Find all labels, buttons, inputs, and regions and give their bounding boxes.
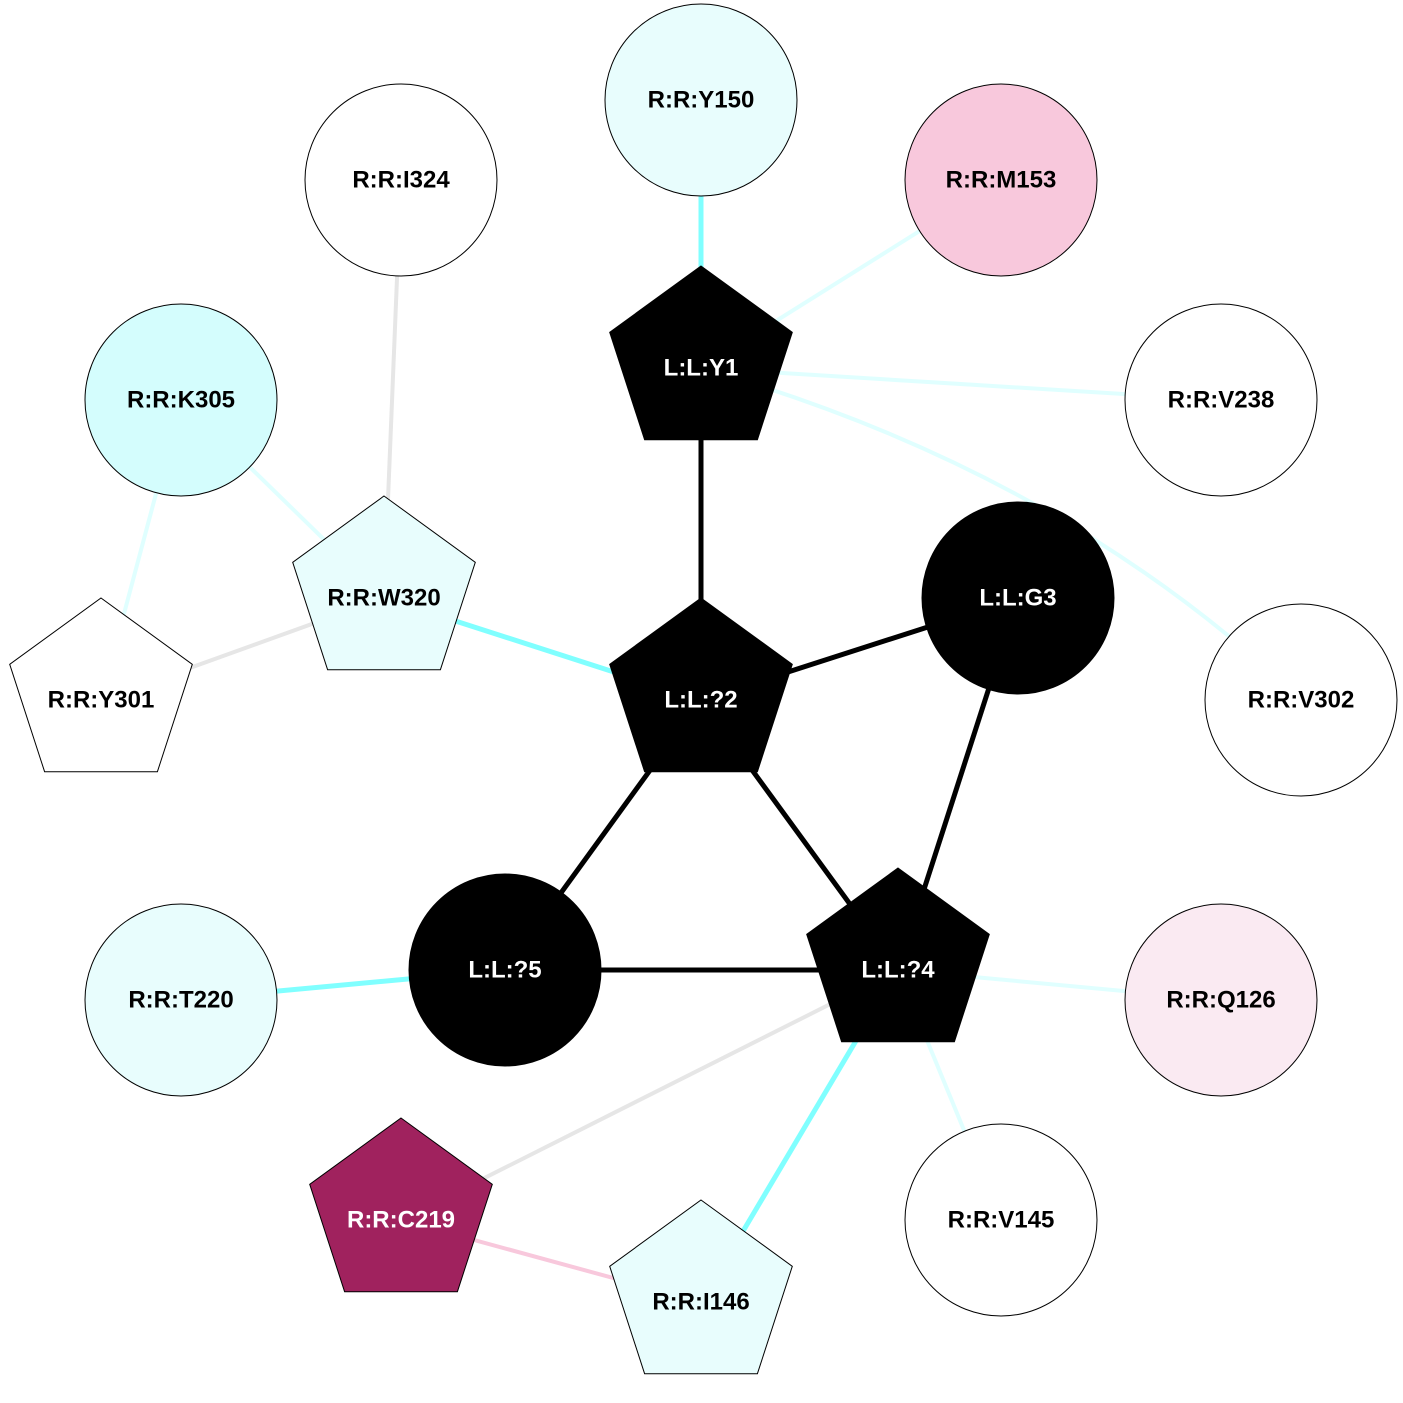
node-shape-pentagon bbox=[309, 1117, 493, 1293]
node-shape-circle bbox=[1124, 903, 1318, 1097]
node-shape-pentagon bbox=[609, 265, 793, 441]
node-w320[interactable]: R:R:W320 bbox=[292, 495, 476, 671]
node-v238[interactable]: R:R:V238 bbox=[1124, 303, 1318, 497]
node-shape-pentagon bbox=[9, 597, 193, 773]
node-label: R:R:V145 bbox=[948, 1207, 1055, 1234]
node-y1[interactable]: L:L:Y1 bbox=[609, 265, 793, 441]
node-i146[interactable]: R:R:I146 bbox=[609, 1199, 793, 1375]
node-shape-circle bbox=[904, 83, 1098, 277]
node-label: L:L:?4 bbox=[861, 957, 935, 984]
node-label: R:R:V238 bbox=[1168, 387, 1275, 414]
node-label: R:R:W320 bbox=[327, 585, 440, 612]
node-k305[interactable]: R:R:K305 bbox=[84, 303, 278, 497]
node-shape-circle bbox=[904, 1123, 1098, 1317]
node-label: R:R:Y150 bbox=[648, 87, 755, 114]
node-label: L:L:G3 bbox=[979, 585, 1056, 612]
node-v302[interactable]: R:R:V302 bbox=[1204, 603, 1398, 797]
node-t220[interactable]: R:R:T220 bbox=[84, 903, 278, 1097]
node-label: R:R:T220 bbox=[128, 987, 233, 1014]
node-shape-circle bbox=[304, 83, 498, 277]
node-label: L:L:?5 bbox=[468, 957, 541, 984]
node-m153[interactable]: R:R:M153 bbox=[904, 83, 1098, 277]
node-y150[interactable]: R:R:Y150 bbox=[604, 3, 798, 197]
node-shape-circle bbox=[1204, 603, 1398, 797]
node-label: R:R:M153 bbox=[946, 167, 1057, 194]
node-label: R:R:K305 bbox=[127, 387, 235, 414]
node-label: R:R:I146 bbox=[652, 1289, 749, 1316]
node-label: R:R:V302 bbox=[1248, 687, 1355, 714]
node-shape-pentagon bbox=[806, 867, 990, 1043]
node-shape-circle bbox=[84, 903, 278, 1097]
node-g3[interactable]: L:L:G3 bbox=[921, 501, 1115, 695]
node-label: L:L:Y1 bbox=[664, 355, 739, 382]
node-c219[interactable]: R:R:C219 bbox=[309, 1117, 493, 1293]
node-shape-circle bbox=[408, 873, 602, 1067]
node-y301[interactable]: R:R:Y301 bbox=[9, 597, 193, 773]
node-q126[interactable]: R:R:Q126 bbox=[1124, 903, 1318, 1097]
node-label: R:R:Q126 bbox=[1166, 987, 1275, 1014]
node-v145[interactable]: R:R:V145 bbox=[904, 1123, 1098, 1317]
node-label: L:L:?2 bbox=[664, 687, 737, 714]
node-shape-circle bbox=[604, 3, 798, 197]
node-q5[interactable]: L:L:?5 bbox=[408, 873, 602, 1067]
node-shape-pentagon bbox=[292, 495, 476, 671]
node-shape-circle bbox=[84, 303, 278, 497]
node-shape-pentagon bbox=[609, 597, 793, 773]
node-shape-pentagon bbox=[609, 1199, 793, 1375]
node-label: R:R:C219 bbox=[347, 1207, 455, 1234]
node-shape-circle bbox=[921, 501, 1115, 695]
node-shape-circle bbox=[1124, 303, 1318, 497]
node-q4[interactable]: L:L:?4 bbox=[806, 867, 990, 1043]
node-q2[interactable]: L:L:?2 bbox=[609, 597, 793, 773]
node-i324[interactable]: R:R:I324 bbox=[304, 83, 498, 277]
node-label: R:R:Y301 bbox=[48, 687, 155, 714]
node-label: R:R:I324 bbox=[352, 167, 450, 194]
